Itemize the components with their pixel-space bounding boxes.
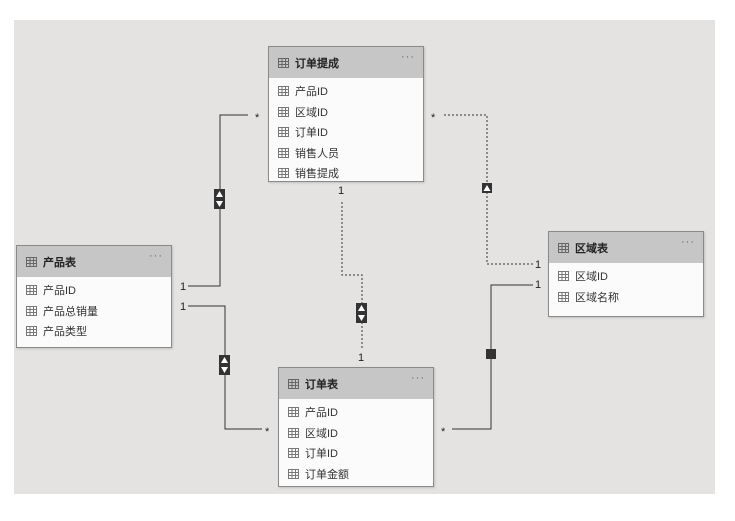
table-title: 产品表 [43,256,76,269]
table-card-region[interactable]: 区域表 ··· 区域ID 区域名称 [548,231,704,317]
field-row[interactable]: 产品总销量 [17,301,171,322]
field-label: 销售提成 [295,168,339,181]
table-header[interactable]: 订单表 ··· [279,368,433,399]
column-icon [278,168,289,179]
field-row[interactable]: 产品ID [279,402,433,423]
column-icon [278,147,289,158]
field-row[interactable]: 销售提成 [269,163,423,184]
field-label: 订单ID [295,127,328,140]
field-row[interactable]: 区域ID [279,423,433,444]
cardinality-many: * [255,112,260,124]
field-label: 产品类型 [43,326,87,339]
cardinality-one: 1 [535,259,541,271]
single-filter-up-icon[interactable] [482,183,492,193]
bidirectional-filter-icon[interactable] [214,189,225,209]
field-label: 区域名称 [575,291,619,304]
more-options-icon[interactable]: ··· [411,372,425,384]
column-icon [278,127,289,138]
column-icon [288,468,299,479]
table-grid-icon [558,242,569,253]
field-row[interactable]: 产品ID [269,81,423,102]
cardinality-one: 1 [180,281,186,293]
column-icon [26,305,37,316]
table-grid-icon [288,378,299,389]
column-icon [288,407,299,418]
relationship-commission-orders [341,202,363,349]
single-filter-down-icon[interactable] [486,349,496,359]
column-icon [26,326,37,337]
column-icon [26,285,37,296]
column-icon [278,106,289,117]
more-options-icon[interactable]: ··· [681,236,695,248]
field-label: 产品总销量 [43,305,98,318]
table-grid-icon [278,57,289,68]
field-label: 区域ID [305,427,338,440]
field-label: 区域ID [575,271,608,284]
column-icon [558,271,569,282]
field-row[interactable]: 区域ID [269,102,423,123]
bidirectional-filter-icon[interactable] [219,355,230,375]
column-icon [558,291,569,302]
cardinality-one: 1 [358,352,364,364]
field-label: 产品ID [43,285,76,298]
field-row[interactable]: 订单ID [269,122,423,143]
table-title: 订单表 [305,378,338,391]
field-row[interactable]: 订单ID [279,443,433,464]
field-row[interactable]: 区域名称 [549,287,703,308]
field-row[interactable]: 订单金额 [279,464,433,485]
table-card-product[interactable]: 产品表 ··· 产品ID 产品总销量 产品类型 [16,245,172,348]
field-row[interactable]: 销售人员 [269,143,423,164]
field-row[interactable]: 产品类型 [17,321,171,342]
table-title: 订单提成 [295,57,339,70]
cardinality-many: * [265,426,270,438]
column-icon [288,427,299,438]
table-header[interactable]: 订单提成 ··· [269,47,423,78]
cardinality-many: * [441,426,446,438]
field-row[interactable]: 区域ID [549,266,703,287]
bidirectional-filter-icon[interactable] [356,303,367,323]
column-icon [278,86,289,97]
field-label: 销售人员 [295,147,339,160]
field-label: 产品ID [305,407,338,420]
field-label: 订单金额 [305,468,349,481]
table-title: 区域表 [575,242,608,255]
field-label: 产品ID [295,86,328,99]
cardinality-many: * [431,112,436,124]
column-icon [288,448,299,459]
cardinality-one: 1 [535,279,541,291]
table-grid-icon [26,256,37,267]
field-label: 区域ID [295,106,328,119]
table-header[interactable]: 产品表 ··· [17,246,171,277]
table-card-orders[interactable]: 订单表 ··· 产品ID 区域ID 订单ID 订单金额 [278,367,434,487]
more-options-icon[interactable]: ··· [149,250,163,262]
table-card-commission[interactable]: 订单提成 ··· 产品ID 区域ID 订单ID 销售人员 销售提成 [268,46,424,182]
field-label: 订单ID [305,448,338,461]
cardinality-one: 1 [338,185,344,197]
field-row[interactable]: 产品ID [17,280,171,301]
cardinality-one: 1 [180,301,186,313]
more-options-icon[interactable]: ··· [401,51,415,63]
table-header[interactable]: 区域表 ··· [549,232,703,263]
